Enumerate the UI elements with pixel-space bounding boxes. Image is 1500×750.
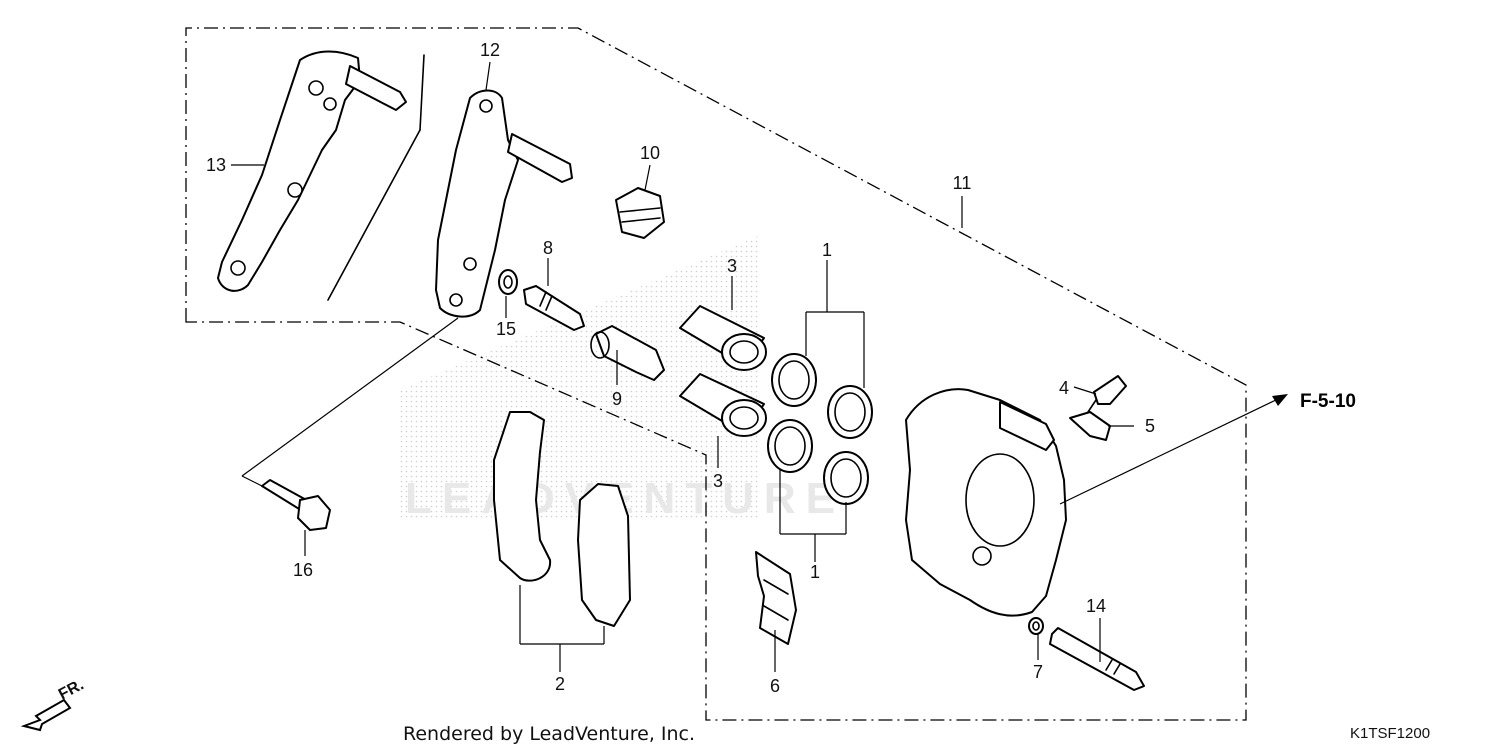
part-8-pin (523, 285, 585, 331)
divider-line (419, 54, 425, 131)
callout-6: 6 (770, 676, 780, 696)
part-4-bleeder (1087, 375, 1127, 413)
part-1-seals (767, 353, 873, 505)
leader-lines (231, 61, 1288, 672)
part-3-piston-lower (679, 373, 767, 437)
callout-4: 4 (1059, 378, 1069, 398)
callout-14: 14 (1086, 596, 1106, 616)
callout-12: 12 (480, 40, 500, 60)
diagram-code: K1TSF1200 (1350, 725, 1430, 742)
callout-7: 7 (1033, 662, 1043, 682)
callouts: 1 1 2 3 3 4 5 6 7 8 9 10 11 12 13 14 15 … (206, 40, 1155, 696)
part-6-spring (755, 551, 797, 645)
arrow-icon (20, 698, 72, 732)
part-9-sleeve (590, 325, 665, 381)
part-3-piston-upper (679, 305, 767, 371)
part-14-pin (1049, 627, 1145, 691)
direction-label: FR. (56, 676, 87, 703)
callout-11: 11 (953, 173, 972, 193)
callout-5: 5 (1145, 416, 1155, 436)
part-2-pads (493, 411, 631, 627)
part-16-bolt (261, 479, 331, 531)
callout-15: 15 (496, 319, 516, 339)
part-10-cap (615, 187, 665, 239)
credit-text: Rendered by LeadVenture, Inc. (403, 723, 695, 745)
group-outlines (185, 27, 1247, 721)
callout-9: 9 (612, 389, 622, 409)
callout-13: 13 (206, 155, 226, 175)
callout-16: 16 (293, 560, 313, 580)
part-7-washer (1028, 617, 1044, 635)
callout-10: 10 (640, 143, 660, 163)
callout-3-upper: 3 (727, 256, 737, 276)
callout-2: 2 (555, 674, 565, 694)
callout-1-lower: 1 (810, 562, 820, 582)
part-5-cap (1069, 411, 1111, 441)
part-13-bracket (217, 50, 407, 292)
front-direction-indicator: FR. (20, 676, 87, 732)
callout-3-lower: 3 (713, 471, 723, 491)
part-12-bracket (435, 89, 573, 318)
part-15-washer (498, 269, 518, 295)
reference-label[interactable]: F-5-10 (1300, 391, 1356, 412)
callout-8: 8 (543, 238, 553, 258)
part-11-caliper (905, 388, 1067, 617)
callout-1-upper: 1 (822, 240, 832, 260)
